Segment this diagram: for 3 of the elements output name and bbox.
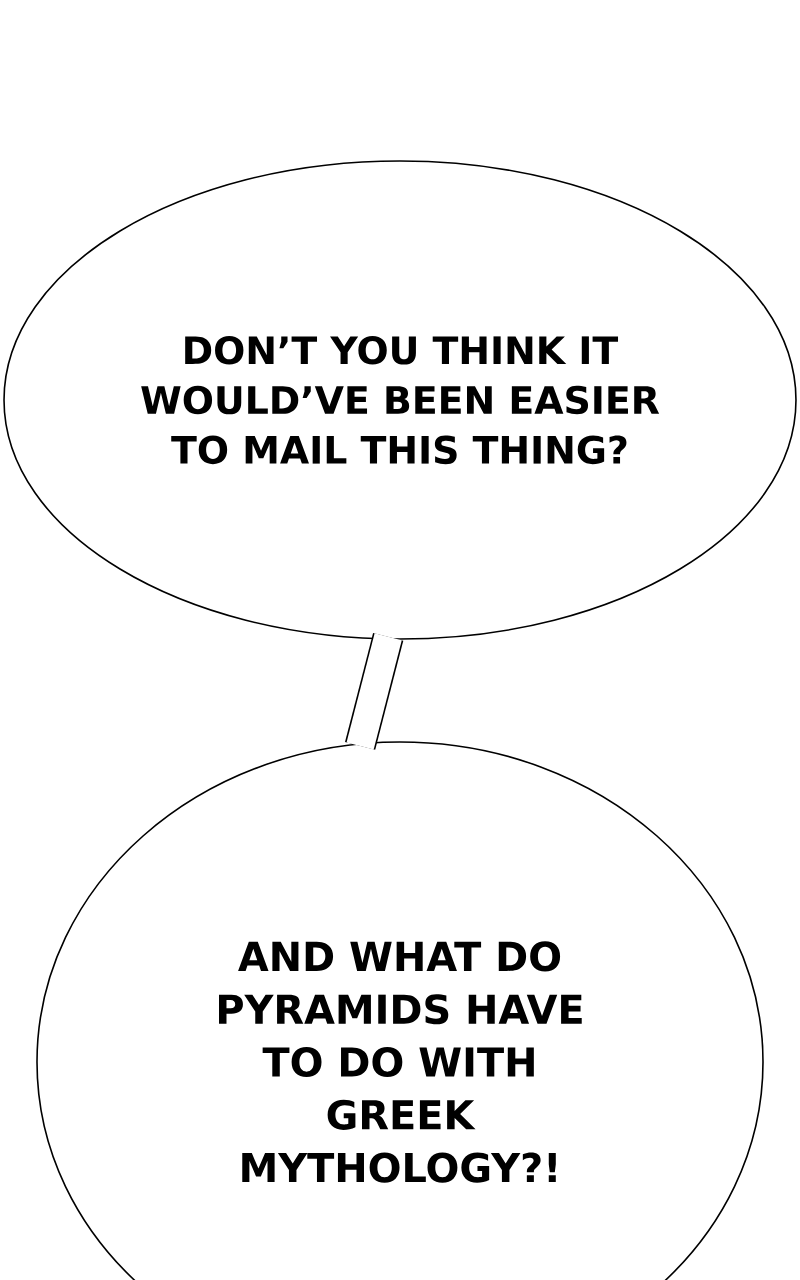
speech-bubble-tail bbox=[345, 632, 404, 750]
speech-bubble: DON’T YOU THINK IT WOULD’VE BEEN EASIER TO MAIL THIS THING? bbox=[3, 160, 797, 640]
speech-bubble: AND WHAT DO PYRAMIDS HAVE TO DO WITH GREEK MYTHOLOGY?! bbox=[36, 741, 764, 1280]
